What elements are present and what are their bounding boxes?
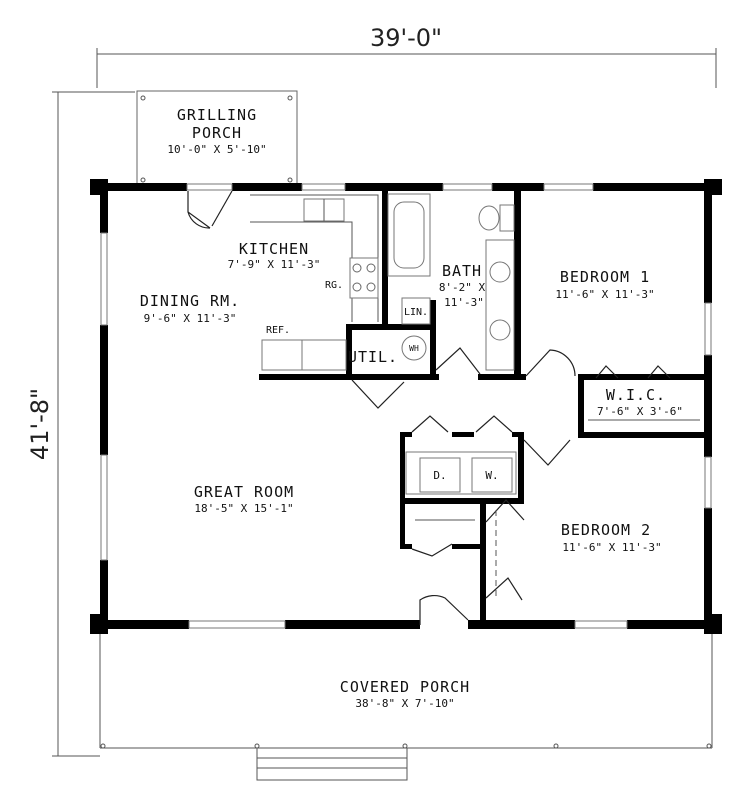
refrigerator-label: REF. [266, 325, 290, 336]
great-room-label: GREAT ROOM [194, 483, 294, 501]
vanity [485, 239, 515, 371]
grilling-porch-label-1: GRILLING [177, 106, 257, 124]
covered-porch-label: COVERED PORCH [340, 678, 470, 696]
depth-dimension: 41'-8" [26, 91, 135, 757]
water-heater-icon [401, 335, 427, 361]
bath-label: BATH [442, 262, 482, 280]
grilling-porch-dims: 10'-0" X 5'-10" [167, 143, 266, 156]
wic-label: W.I.C. [606, 386, 666, 404]
bedroom1-dims: 11'-6" X 11'-3" [555, 288, 654, 301]
washer-label: W. [485, 469, 498, 482]
kitchen-label: KITCHEN [239, 240, 309, 258]
bedroom1-label: BEDROOM 1 [560, 268, 650, 286]
windows [100, 183, 712, 629]
covered-porch-dims: 38'-8" X 7'-10" [355, 697, 454, 710]
kitchen-fixtures: RG. REF. [250, 194, 379, 371]
dining-dims: 9'-6" X 11'-3" [144, 312, 237, 325]
linen-closet [401, 297, 431, 325]
doors [187, 190, 671, 625]
refrigerator-icon [261, 339, 303, 371]
dryer-icon [419, 457, 461, 493]
range-label: RG. [325, 280, 343, 291]
width-dimension: 39'-0" [96, 24, 717, 88]
toilet-icon [478, 205, 500, 231]
bath-dims-2: 11'-3" [444, 296, 484, 309]
great-room-dims: 18'-5" X 15'-1" [194, 502, 293, 515]
grilling-porch: GRILLING PORCH 10'-0" X 5'-10" [136, 90, 298, 187]
dryer-label: D. [433, 469, 446, 482]
grilling-porch-label-2: PORCH [192, 124, 242, 142]
kitchen-dims: 7'-9" X 11'-3" [228, 258, 321, 271]
bath-fixtures: LIN. WH [387, 193, 515, 371]
bedroom2-dims: 11'-6" X 11'-3" [562, 541, 661, 554]
bedroom2-label: BEDROOM 2 [561, 521, 651, 539]
range-icon [349, 257, 379, 299]
washer-icon [471, 457, 513, 493]
room-labels: KITCHEN 7'-9" X 11'-3" DINING RM. 9'-6" … [140, 240, 683, 554]
wic-dims: 7'-6" X 3'-6" [597, 405, 683, 418]
interior-walls [259, 183, 708, 622]
width-label: 39'-0" [370, 24, 442, 52]
laundry-fixtures: D. W. [405, 451, 517, 600]
covered-porch: COVERED PORCH 38'-8" X 7'-10" [99, 632, 713, 781]
util-label: UTIL. [348, 348, 398, 366]
bath-dims-1: 8'-2" X [439, 281, 486, 294]
exterior-walls [90, 179, 722, 634]
dining-label: DINING RM. [140, 292, 240, 310]
linen-label: LIN. [404, 307, 428, 318]
depth-label: 41'-8" [26, 388, 54, 460]
water-heater-label: WH [409, 344, 419, 353]
